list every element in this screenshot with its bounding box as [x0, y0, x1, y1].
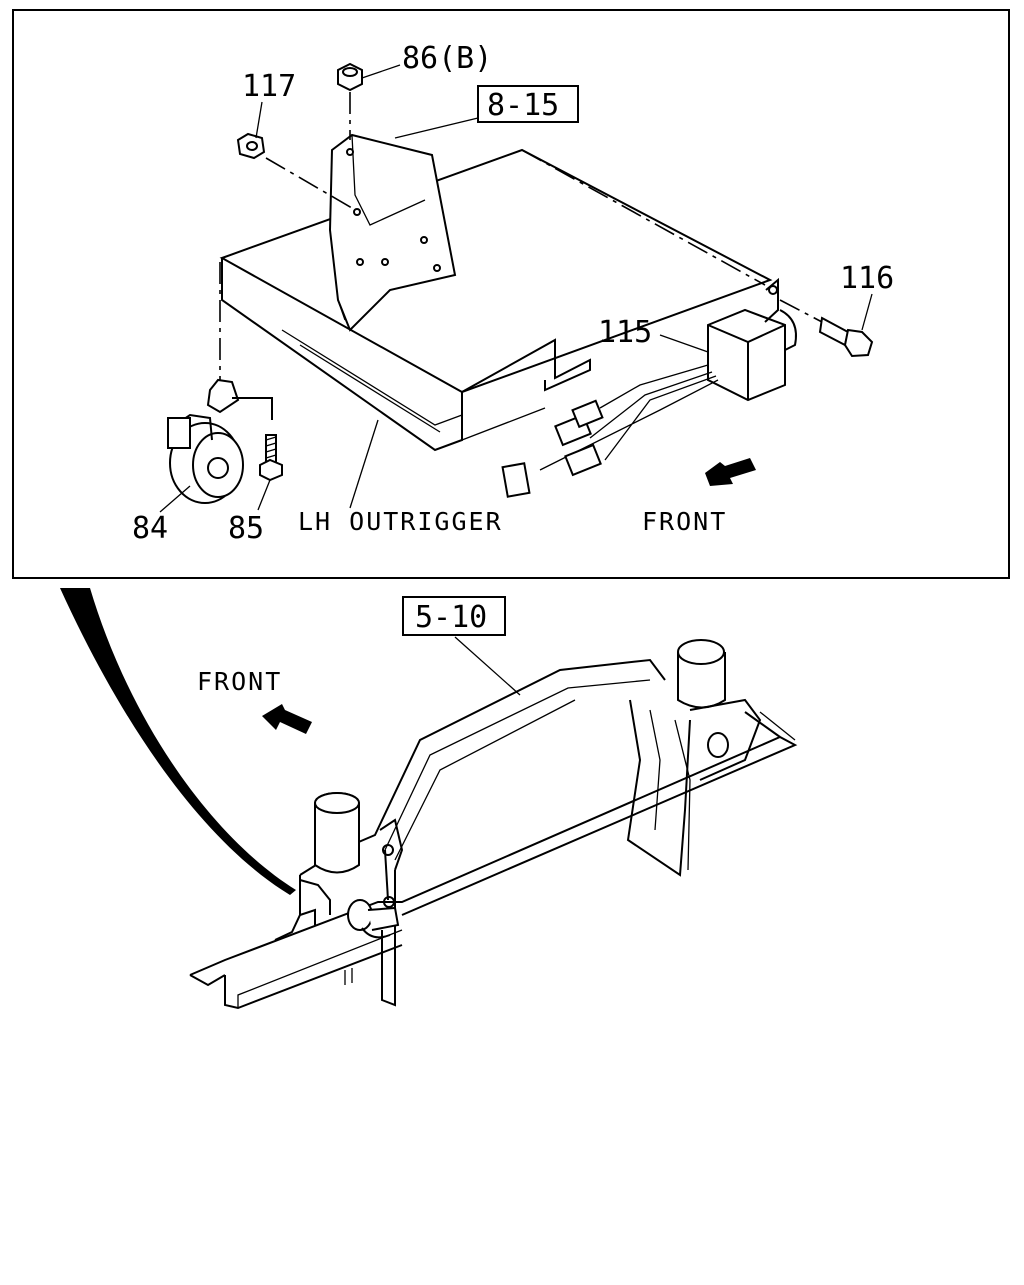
bolt-116-icon: [779, 299, 874, 358]
ref-box-5-10: [402, 596, 506, 636]
leader-5-10: [454, 636, 521, 696]
label-front-detail: FRONT: [642, 507, 727, 536]
detail-frame: [12, 9, 1010, 579]
chassis-frame-rails: [189, 711, 798, 1010]
front-arrow-detail-icon: [705, 458, 756, 486]
horn-84-icon: [167, 262, 273, 504]
bracket-8-15: [328, 133, 457, 332]
detail-pointer-curve: [60, 588, 296, 895]
label-86b: 86(B): [402, 41, 492, 76]
bolt-85-icon: [259, 434, 283, 482]
label-115: 115: [598, 315, 652, 350]
front-arrow-overview-icon: [262, 704, 312, 734]
label-8-15: 8-15: [487, 88, 559, 123]
frame-marks: [344, 968, 353, 985]
label-85: 85: [228, 511, 264, 546]
nut-117-icon: [236, 132, 353, 209]
horn-on-frame-icon: [347, 844, 400, 939]
label-116: 116: [840, 261, 894, 296]
label-5-10: 5-10: [415, 600, 487, 635]
relay-115-icon: [501, 149, 797, 498]
lh-outrigger-beam: [219, 148, 773, 452]
label-117: 117: [242, 69, 296, 104]
label-front-overview: FRONT: [197, 667, 282, 696]
spring-stopper-right-icon: [677, 639, 762, 781]
spring-stopper-left-icon: [314, 792, 360, 874]
label-lh-outrigger: LH OUTRIGGER: [298, 507, 503, 536]
label-84: 84: [132, 511, 168, 546]
ref-box-8-15: [477, 85, 579, 123]
detail-leaders: [159, 64, 873, 513]
nut-86b-icon: [337, 62, 363, 140]
